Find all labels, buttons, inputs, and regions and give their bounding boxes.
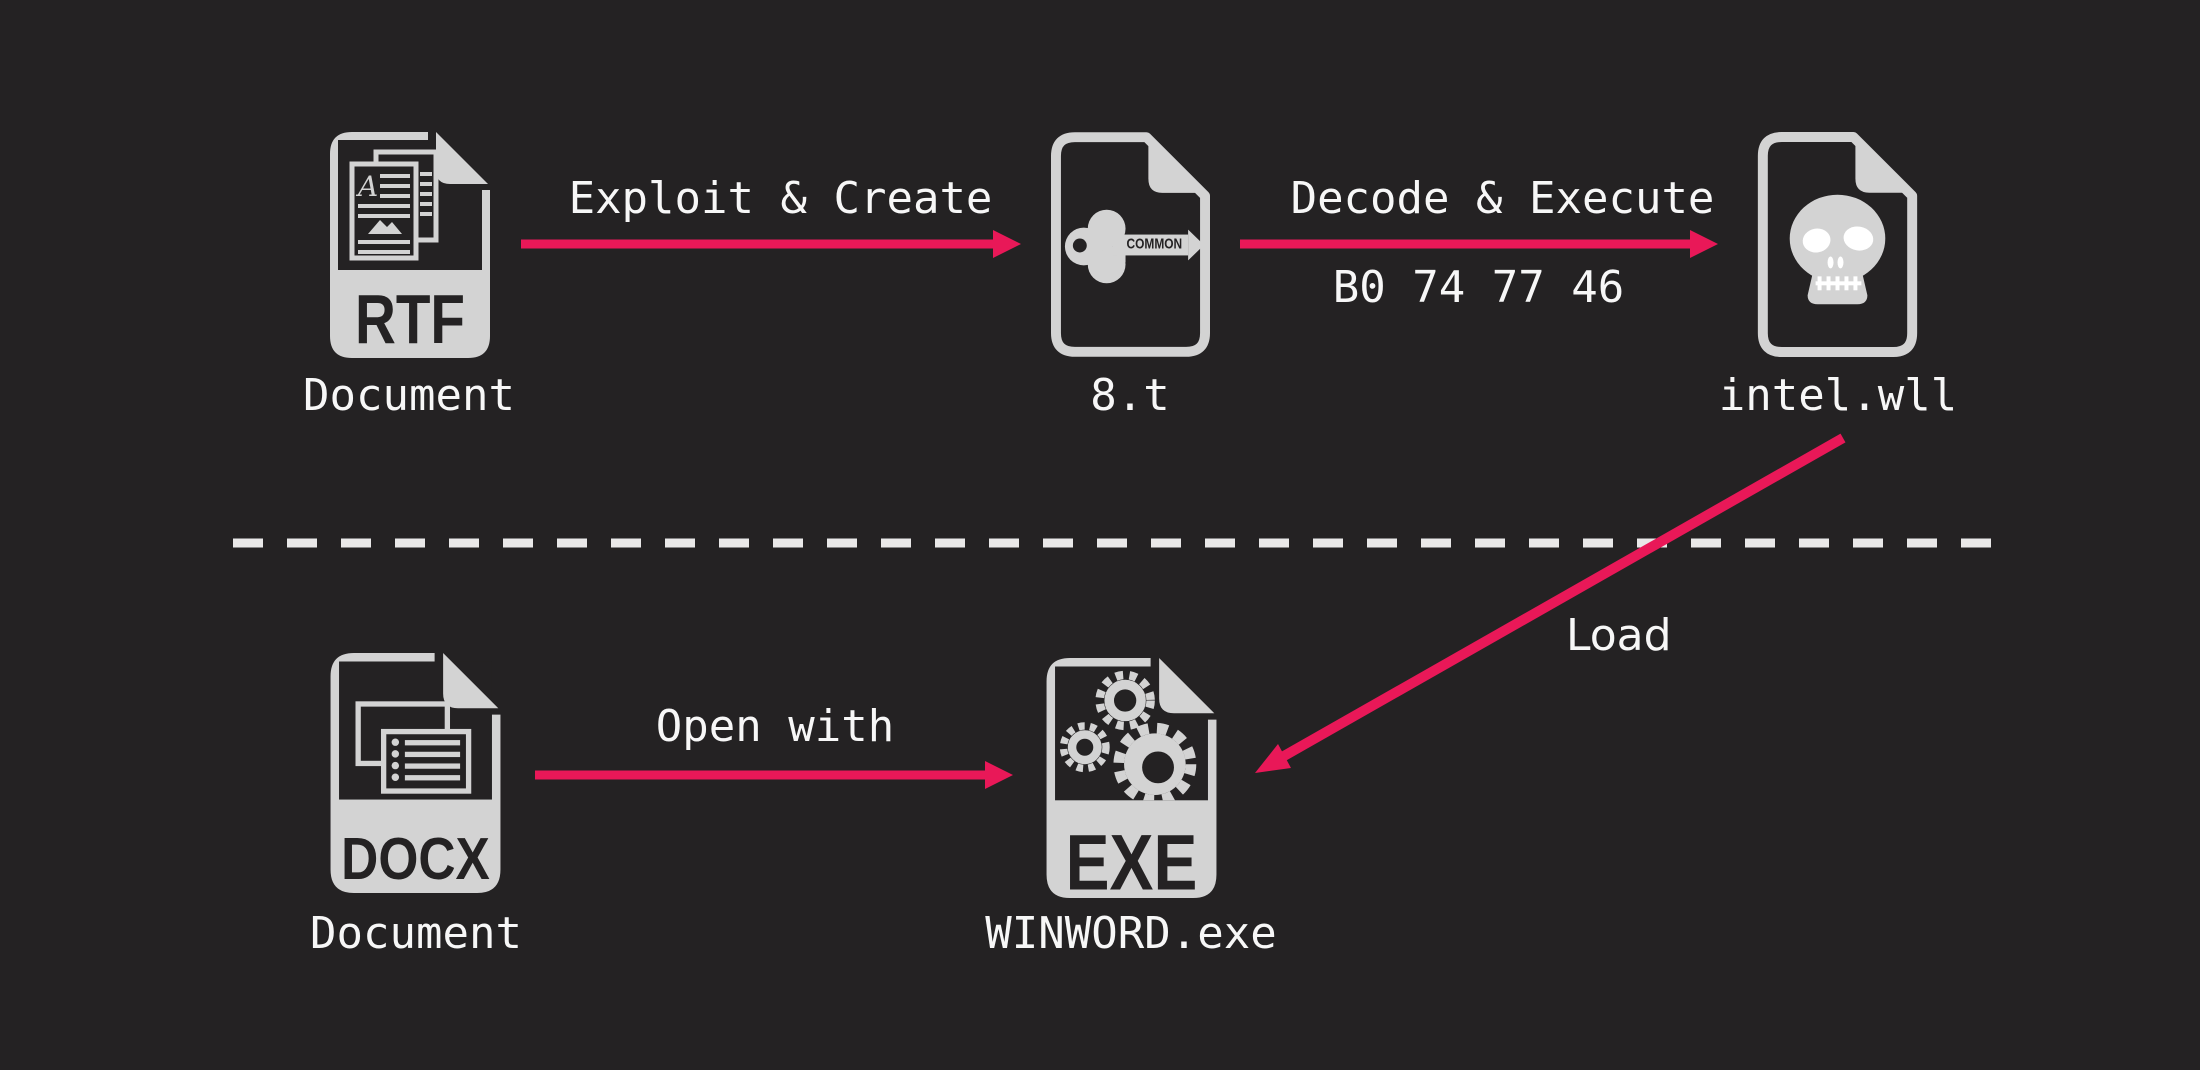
exploit-arrow bbox=[521, 230, 1021, 258]
key-glyph: COMMON bbox=[1064, 209, 1205, 284]
slides-glyph bbox=[355, 701, 472, 794]
dropper-file-label: 8.t bbox=[1090, 370, 1170, 421]
open-with-arrow-label: Open with bbox=[655, 701, 895, 752]
docx-document-label: Document bbox=[310, 908, 522, 959]
open-with-arrow bbox=[535, 761, 1013, 789]
skull-file-icon bbox=[1757, 132, 1918, 357]
document-pages-glyph: A bbox=[349, 149, 439, 261]
decode-hex-bytes-label: B0 74 77 46 bbox=[1332, 262, 1625, 313]
winword-exe-label: WINWORD.exe bbox=[985, 908, 1277, 959]
rtf-document-label: Document bbox=[303, 370, 515, 421]
gears-glyph bbox=[1059, 670, 1197, 801]
exploit-arrow-label: Exploit & Create bbox=[568, 173, 993, 224]
load-arrow bbox=[1255, 433, 1846, 773]
load-arrow-label: Load bbox=[1566, 610, 1672, 661]
key-file-icon: COMMON bbox=[1051, 132, 1210, 357]
skull-glyph bbox=[1789, 194, 1886, 305]
rtf-file-icon: A RTF bbox=[330, 132, 490, 358]
rtf-badge-text: RTF bbox=[355, 280, 465, 358]
exe-badge-text: EXE bbox=[1066, 819, 1198, 907]
decode-arrow bbox=[1240, 230, 1718, 258]
decode-arrow-label: Decode & Execute bbox=[1290, 173, 1715, 224]
svg-text:A: A bbox=[355, 170, 378, 203]
key-common-text: COMMON bbox=[1127, 236, 1183, 252]
docx-badge-text: DOCX bbox=[341, 825, 490, 892]
payload-file-label: intel.wll bbox=[1718, 370, 1958, 421]
exe-file-icon: EXE bbox=[1046, 658, 1217, 907]
docx-file-icon: DOCX bbox=[330, 653, 501, 893]
